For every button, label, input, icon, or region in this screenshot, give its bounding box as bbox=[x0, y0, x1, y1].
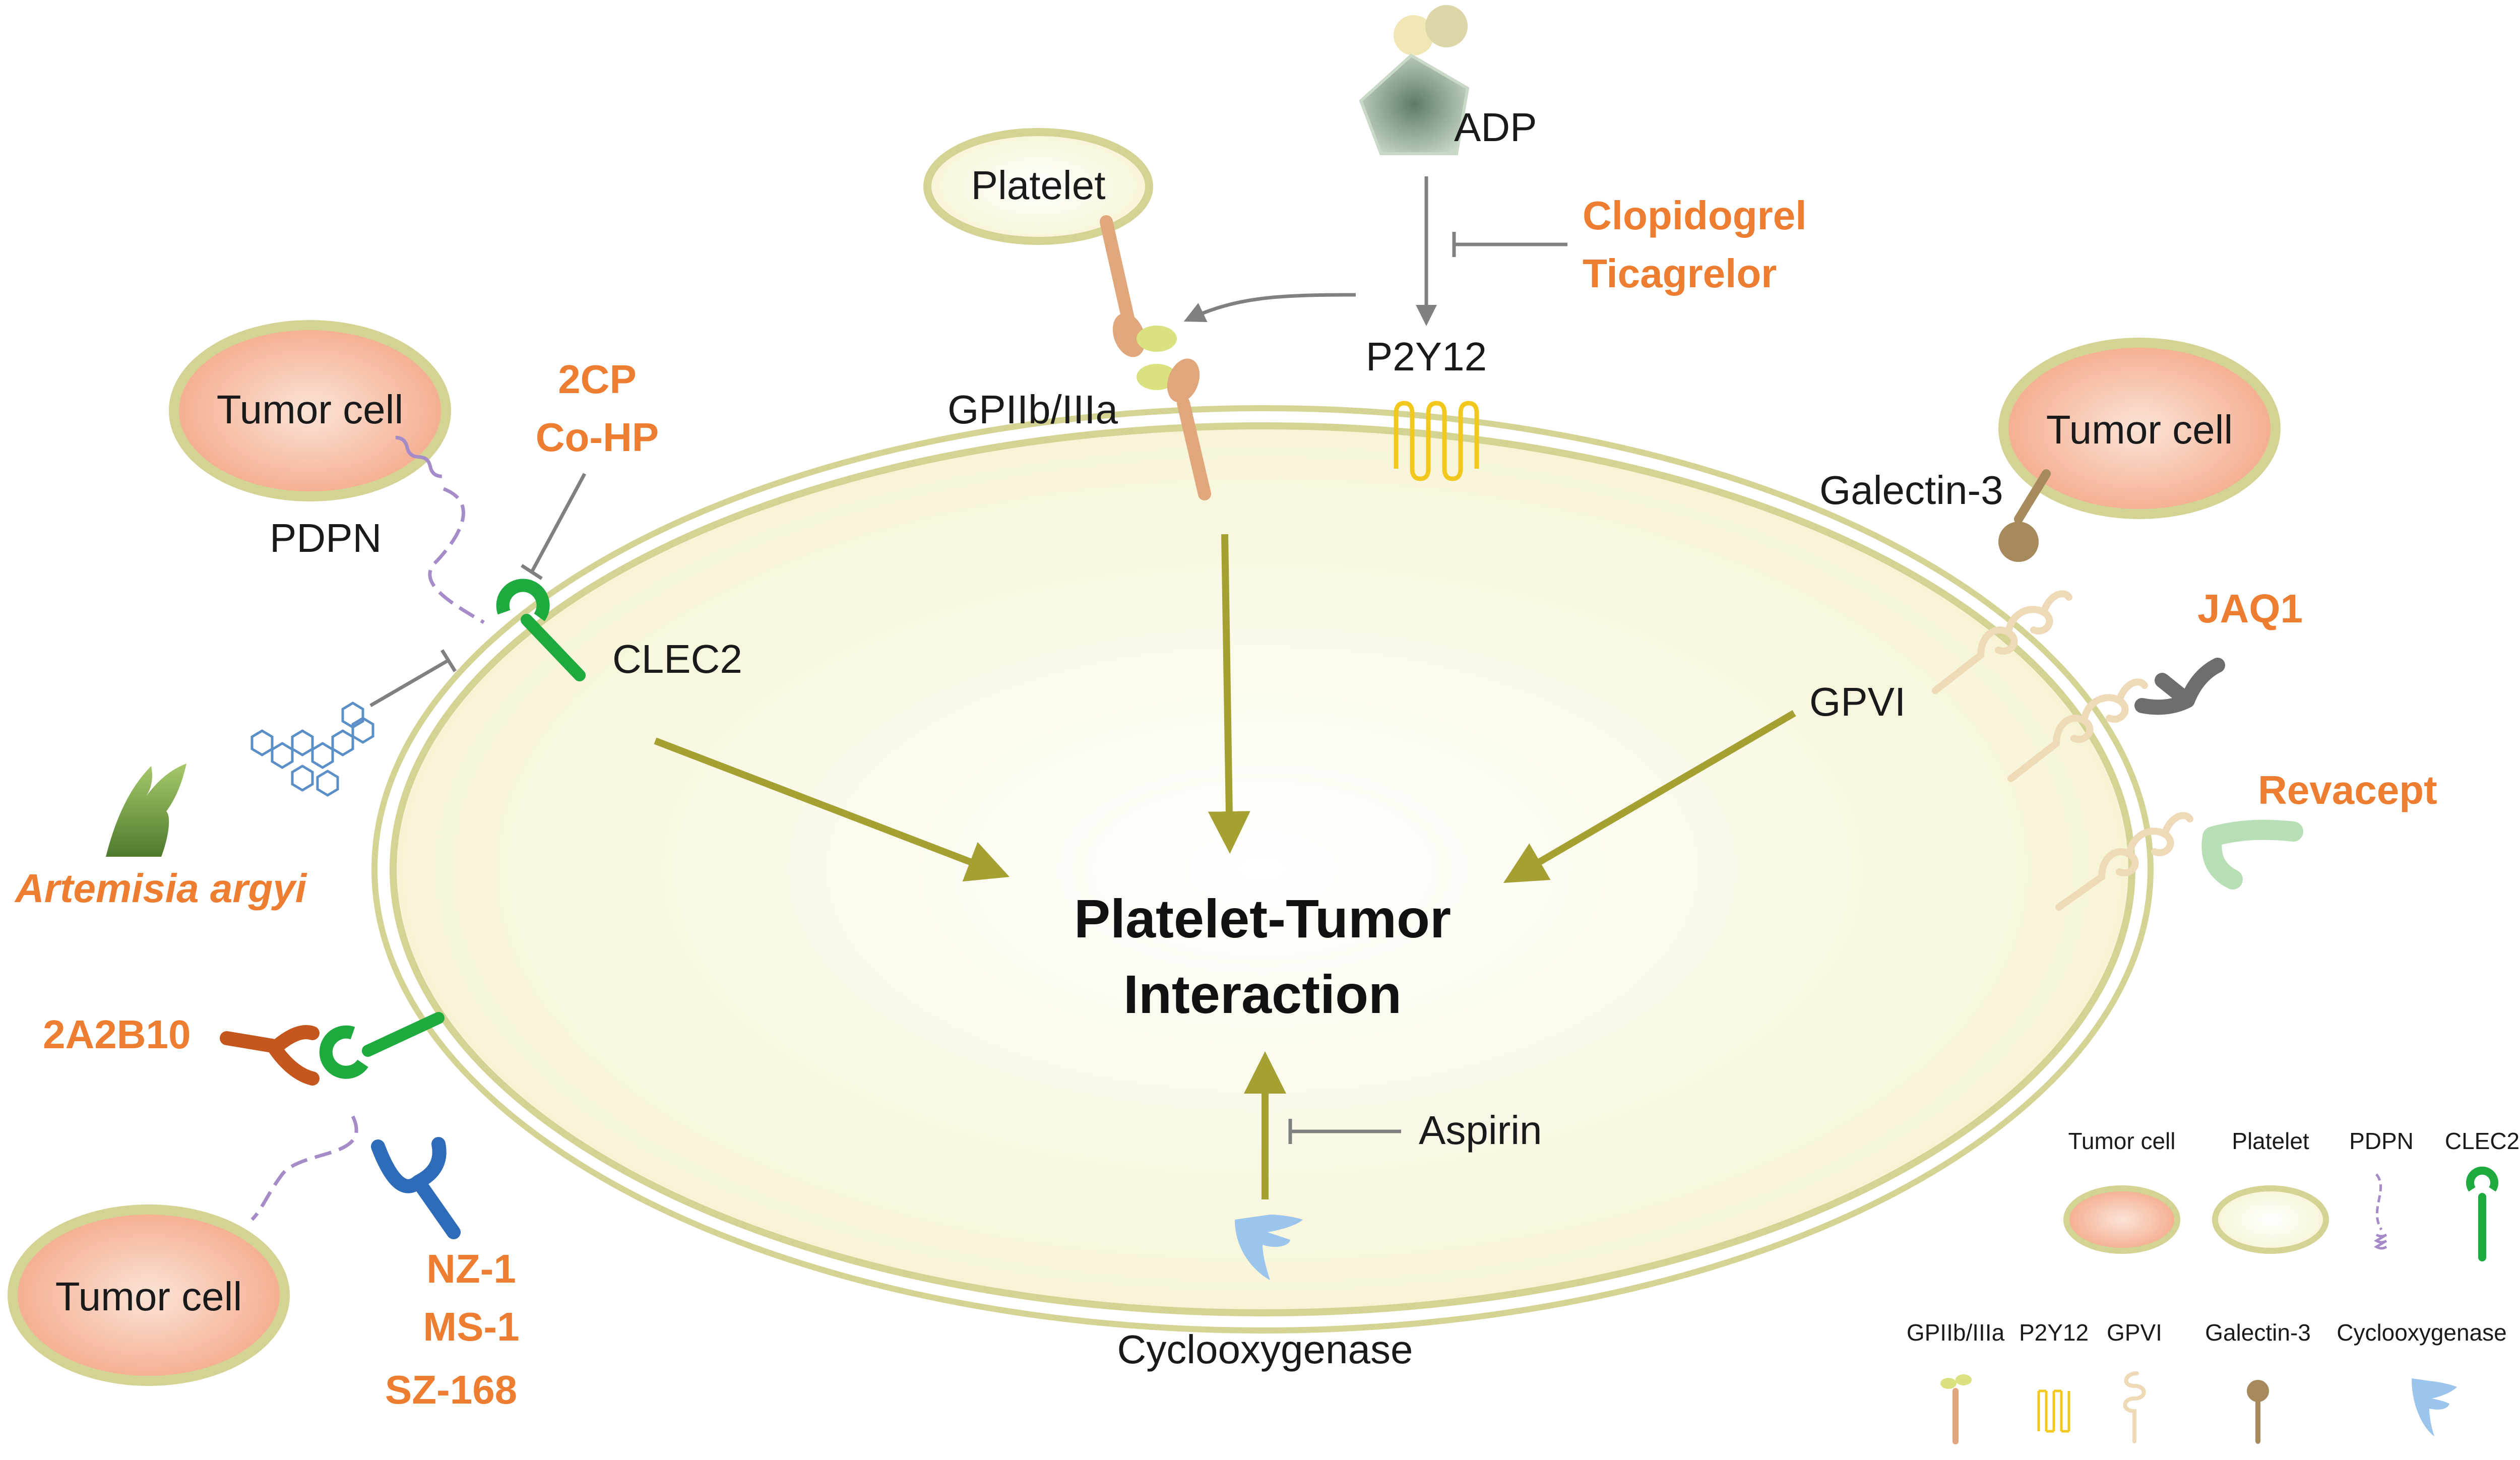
clec2-label: CLEC2 bbox=[612, 637, 742, 681]
pdpn-label: PDPN bbox=[270, 516, 382, 560]
legend-platelet-icon bbox=[2212, 1185, 2329, 1254]
center-title-line2: Interaction bbox=[1123, 964, 1402, 1025]
artemisia-leaf-icon bbox=[106, 764, 186, 857]
adp-label: ADP bbox=[1454, 105, 1537, 150]
legend-galectin3-icon bbox=[2247, 1380, 2269, 1444]
legend-platelet-label: Platelet bbox=[2232, 1128, 2309, 1154]
legend-p2y12-label: P2Y12 bbox=[2019, 1319, 2089, 1346]
clec2-receptor-bottom bbox=[319, 1012, 445, 1079]
legend-tumor-cell-icon bbox=[2063, 1185, 2180, 1254]
legend-cyclooxygenase-label: Cyclooxygenase bbox=[2337, 1319, 2507, 1346]
inhibit-clopidogrel bbox=[1452, 232, 1567, 257]
nz1-label: NZ-1 bbox=[426, 1246, 516, 1291]
ms1-label: MS-1 bbox=[423, 1304, 519, 1349]
tumor-cell-right-label: Tumor cell bbox=[2046, 407, 2233, 452]
nz1-antibody bbox=[371, 1137, 461, 1239]
aspirin-label: Aspirin bbox=[1419, 1108, 1542, 1153]
cohp-label: Co-HP bbox=[536, 415, 659, 460]
gpvi-receptors bbox=[1932, 590, 2193, 911]
legend-clec2-label: CLEC2 bbox=[2445, 1128, 2519, 1154]
gp2b3a-receptor bbox=[1100, 215, 1211, 500]
legend-gp2b3a-label: GPIIb/IIIa bbox=[1907, 1319, 2005, 1346]
2a2b10-antibody bbox=[220, 1025, 320, 1086]
gp2b3a-label: GPIIb/IIIa bbox=[948, 387, 1118, 432]
tumor-cell-top-left bbox=[169, 320, 451, 501]
tumor-cell-bottom-left bbox=[8, 1204, 290, 1386]
artemisia-label: Artemisia argyi bbox=[14, 866, 307, 911]
legend-pdpn-label: PDPN bbox=[2349, 1128, 2414, 1154]
inhibit-aspirin bbox=[1288, 1119, 1401, 1144]
2cp-label: 2CP bbox=[558, 357, 637, 402]
platelet-label: Platelet bbox=[971, 163, 1106, 208]
legend-p2y12-icon bbox=[2037, 1389, 2070, 1433]
tumor-cell-bottom-left-label: Tumor cell bbox=[55, 1274, 242, 1319]
galectin3-label: Galectin-3 bbox=[1819, 468, 2003, 513]
revacept-molecule bbox=[2201, 819, 2303, 890]
arrow-gpvi-to-center bbox=[1503, 710, 1796, 883]
small-platelet bbox=[923, 128, 1153, 245]
revacept-label: Revacept bbox=[2258, 768, 2437, 812]
sz168-label: SZ-168 bbox=[385, 1367, 517, 1412]
p2y12-label: P2Y12 bbox=[1366, 334, 1487, 379]
tumor-cell-right bbox=[1998, 338, 2281, 519]
legend: Tumor cell Platelet PDPN CLEC2 GPIIb/III… bbox=[1907, 1128, 2519, 1444]
legend-clec2-icon bbox=[2466, 1166, 2498, 1261]
gpvi-label: GPVI bbox=[1809, 679, 1906, 724]
center-title-line1: Platelet-Tumor bbox=[1074, 888, 1451, 949]
hexagon-molecule bbox=[250, 702, 374, 797]
legend-gpvi-icon bbox=[2123, 1371, 2146, 1443]
legend-pdpn-icon bbox=[2374, 1173, 2387, 1250]
interaction-arrows bbox=[654, 534, 1796, 1199]
galectin3-molecule bbox=[1998, 469, 2051, 562]
ticagrelor-label: Ticagrelor bbox=[1583, 251, 1777, 296]
legend-gp2b3a-icon bbox=[1940, 1374, 1972, 1444]
tumor-cell-top-left-label: Tumor cell bbox=[217, 387, 403, 432]
inhibit-artemisia bbox=[369, 649, 457, 708]
legend-tumor-cell-label: Tumor cell bbox=[2068, 1128, 2176, 1154]
jaq1-label: JAQ1 bbox=[2197, 586, 2303, 631]
cyclooxygenase-label: Cyclooxygenase bbox=[1117, 1327, 1413, 1372]
arrow-gp2b3a-to-center bbox=[1208, 534, 1250, 854]
adp-molecule bbox=[1359, 5, 1470, 155]
legend-galectin3-label: Galectin-3 bbox=[2205, 1319, 2311, 1346]
clec2-receptor-top bbox=[496, 579, 586, 681]
clopidogrel-label: Clopidogrel bbox=[1583, 193, 1806, 238]
legend-gpvi-label: GPVI bbox=[2107, 1319, 2162, 1346]
arrow-p2y12-to-gp2b3a bbox=[1183, 293, 1356, 323]
jaq1-antibody bbox=[2134, 658, 2225, 715]
inhibit-2cp bbox=[521, 473, 587, 580]
pdpn-top bbox=[395, 435, 485, 624]
arrow-clec2-to-center bbox=[654, 737, 1010, 882]
cyclooxygenase-enzyme bbox=[1235, 1215, 1303, 1280]
legend-cyclooxygenase-icon bbox=[2412, 1378, 2457, 1436]
2a2b10-label: 2A2B10 bbox=[43, 1012, 191, 1057]
p2y12-receptor bbox=[1394, 401, 1479, 481]
